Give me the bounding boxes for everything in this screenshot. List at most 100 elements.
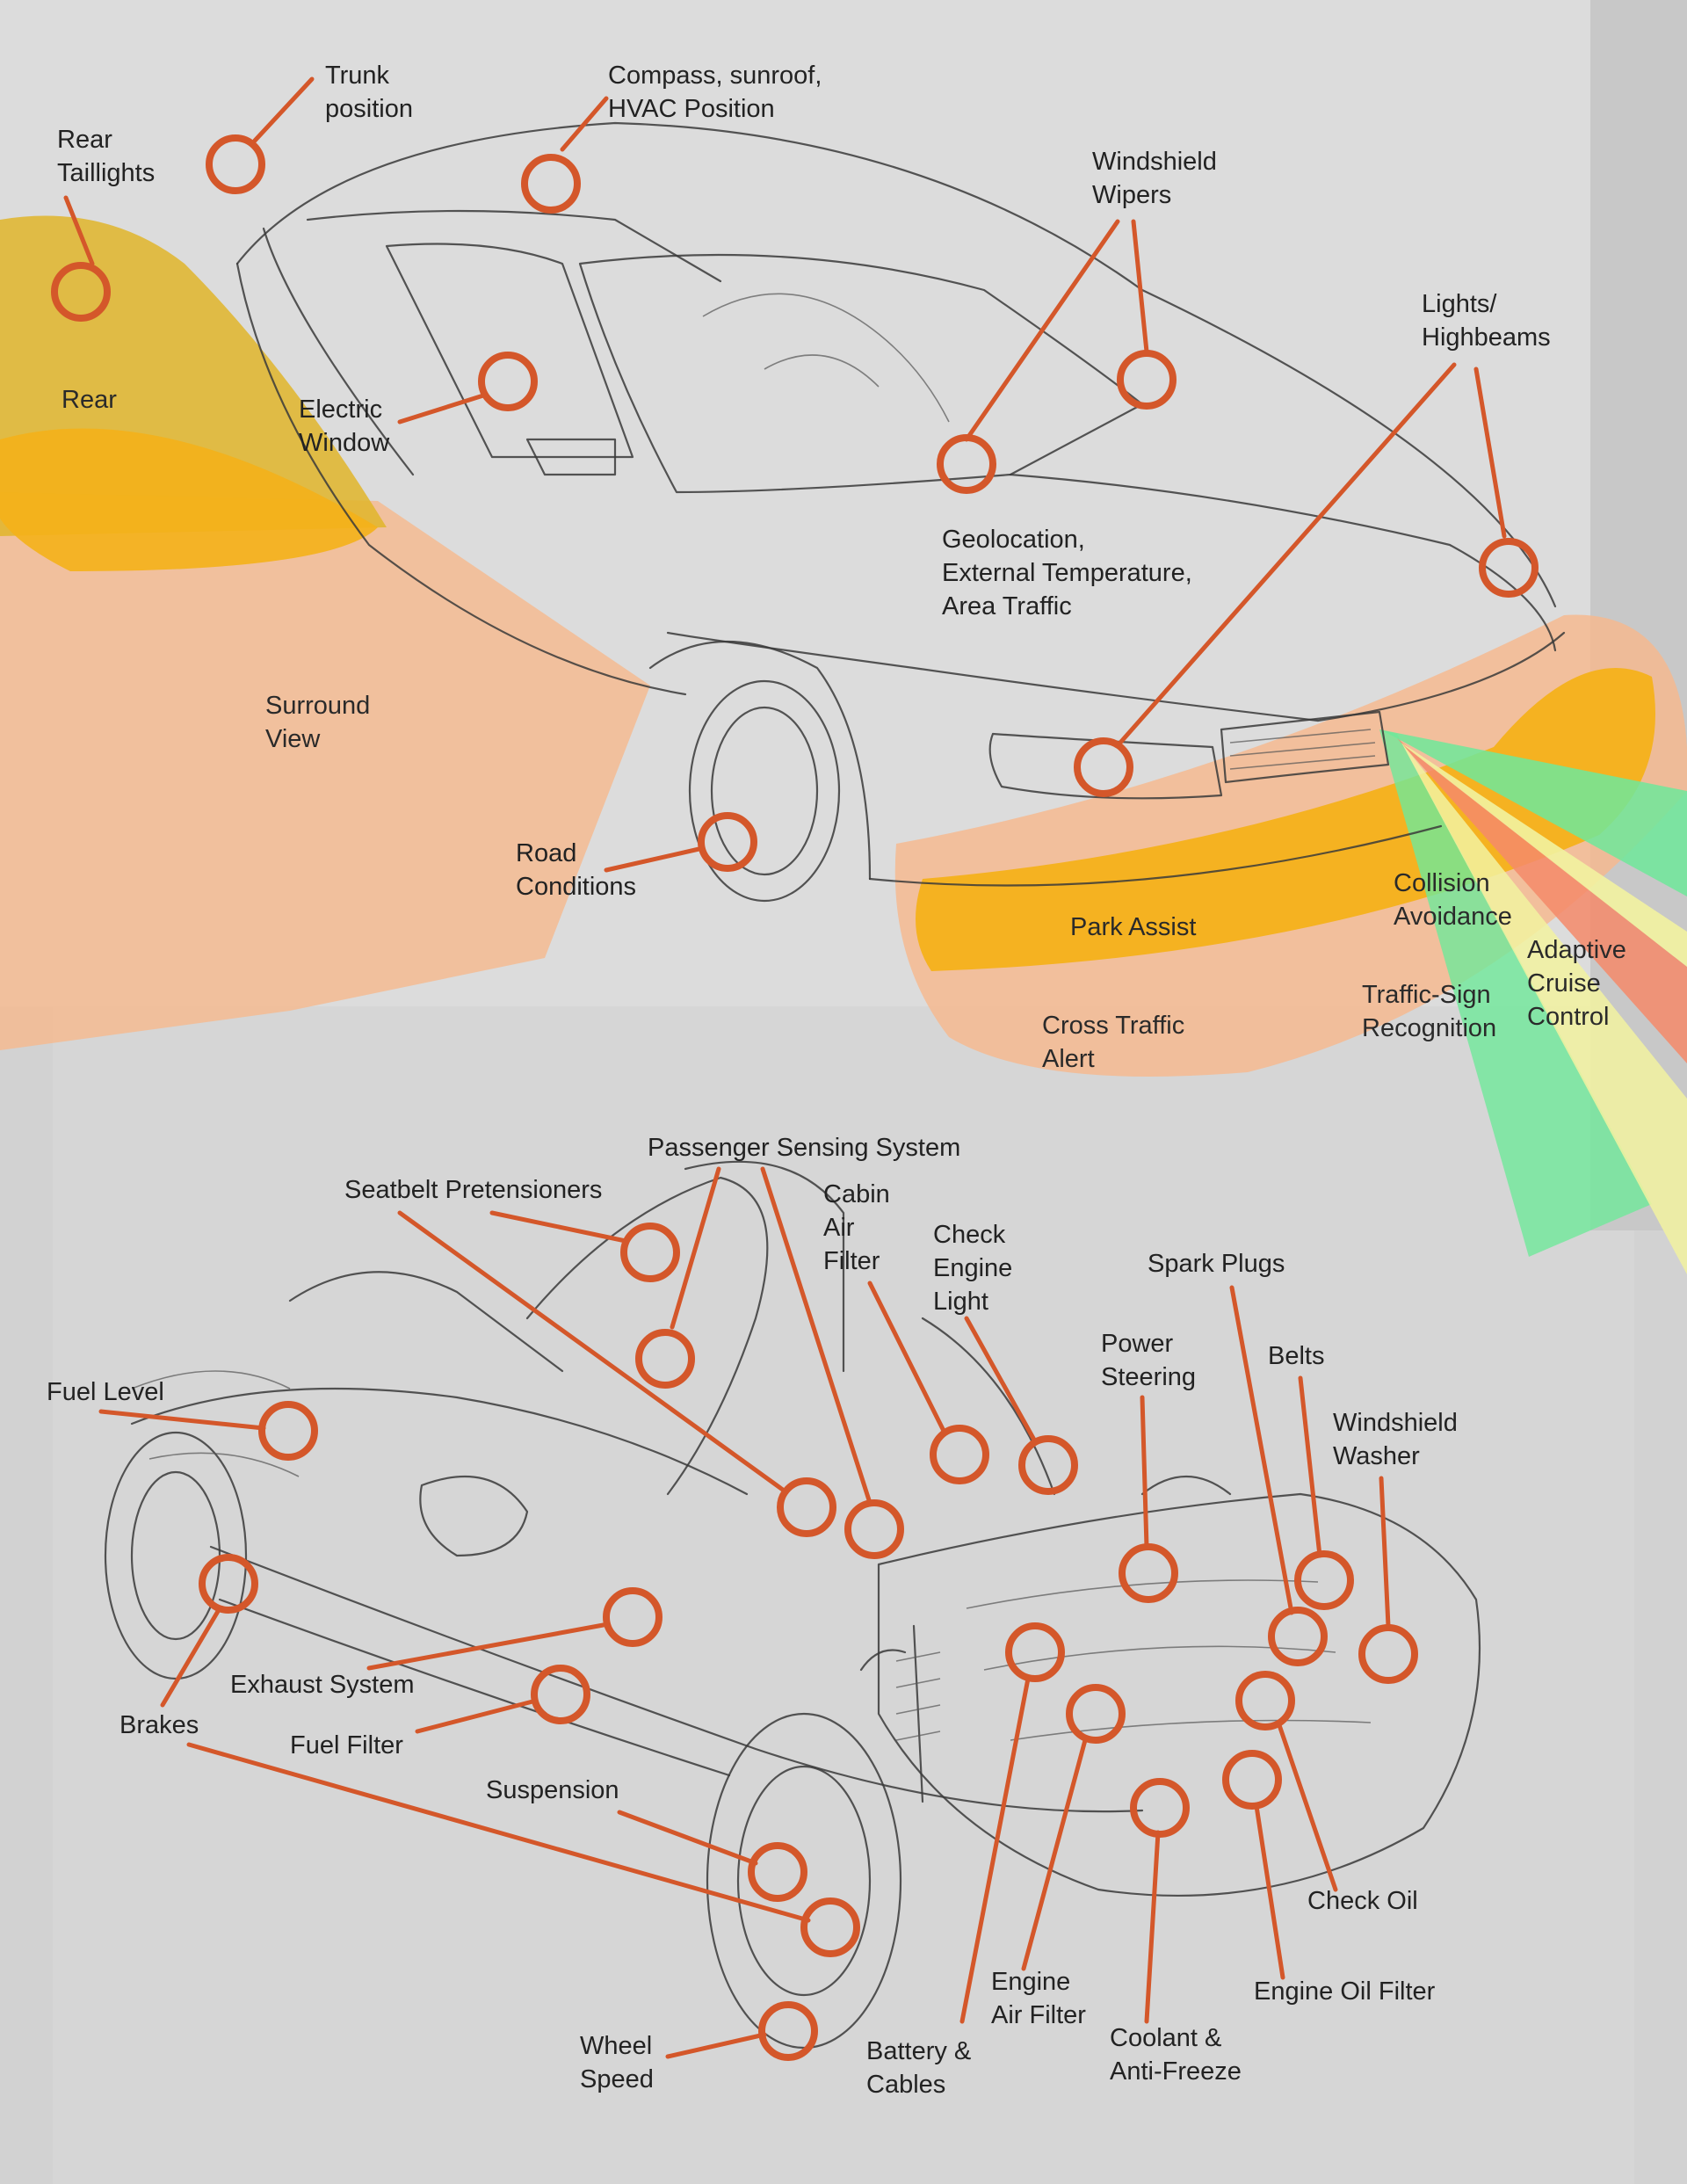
marker-spark-plugs [1268, 1607, 1328, 1666]
zone-label-collision-1: Collision [1394, 869, 1490, 897]
label-lights-2: Highbeams [1422, 323, 1551, 352]
label-compass-2: HVAC Position [608, 95, 775, 123]
bottom-paper [53, 1006, 1634, 2184]
marker-rear-taillights [51, 262, 111, 322]
label-rear-taillights-2: Taillights [57, 159, 155, 187]
label-battery-1: Battery & [866, 2037, 971, 2065]
label-trunk-1: Trunk [325, 62, 390, 90]
label-engine-oil-filter: Engine Oil Filter [1254, 1977, 1436, 2006]
marker-wiper-right [1117, 350, 1177, 410]
callout-check-engine: Check Engine Light [933, 1221, 1078, 1495]
callout-spark-plugs: Spark Plugs [1148, 1250, 1328, 1666]
callout-coolant: Coolant & Anti-Freeze [1110, 1778, 1242, 2086]
zone-label-rear: Rear [62, 386, 117, 414]
marker-passenger-1 [635, 1329, 695, 1389]
callout-wheel-speed: Wheel Speed [580, 2001, 818, 2093]
car-exterior-sketch [235, 121, 1566, 903]
label-geo-3: Area Traffic [942, 592, 1072, 620]
label-check-engine-3: Light [933, 1288, 988, 1316]
callout-road-conditions: Road Conditions [516, 812, 757, 901]
callout-check-oil: Check Oil [1235, 1671, 1418, 1915]
park-assist-zone [916, 668, 1655, 971]
zone-label-traffic-sign-1: Traffic-Sign [1362, 981, 1491, 1009]
label-wheel-speed-1: Wheel [580, 2032, 652, 2060]
label-power-steering-1: Power [1101, 1330, 1174, 1358]
marker-cabin-air [930, 1425, 989, 1484]
zone-label-surround-1: Surround [265, 692, 370, 720]
label-road-1: Road [516, 839, 576, 867]
zone-label-surround-2: View [265, 725, 321, 753]
marker-wheel-speed [758, 2001, 818, 2061]
callout-seatbelt: Seatbelt Pretensioners [344, 1176, 836, 1537]
marker-highbeam [1479, 538, 1539, 598]
zone-label-cross-traffic-2: Alert [1042, 1045, 1095, 1073]
zone-label-park-assist: Park Assist [1070, 913, 1196, 941]
zone-label-cruise-1: Adaptive [1527, 936, 1626, 964]
label-check-engine-1: Check [933, 1221, 1006, 1249]
callout-fuel-filter: Fuel Filter [290, 1665, 590, 1760]
marker-compass [521, 154, 581, 214]
label-engine-air-2: Air Filter [991, 2001, 1086, 2029]
marker-passenger-2 [844, 1499, 904, 1559]
surround-view-zone [0, 492, 650, 1050]
label-washer-2: Washer [1333, 1442, 1420, 1470]
label-fuel-level: Fuel Level [47, 1378, 164, 1406]
marker-brakes-front [800, 1897, 860, 1957]
label-brakes: Brakes [119, 1711, 199, 1739]
callout-power-steering: Power Steering [1101, 1330, 1196, 1603]
label-lights-1: Lights/ [1422, 290, 1497, 318]
label-fuel-filter: Fuel Filter [290, 1731, 403, 1760]
label-battery-2: Cables [866, 2071, 945, 2099]
zone-label-traffic-sign-2: Recognition [1362, 1014, 1496, 1042]
sign-yellow-beam-2 [1401, 743, 1687, 1274]
callout-engine-oil-filter: Engine Oil Filter [1222, 1750, 1436, 2006]
marker-power-steering [1119, 1543, 1178, 1603]
callout-washer: Windshield Washer [1333, 1409, 1458, 1684]
callout-geolocation: Geolocation, External Temperature, Area … [942, 526, 1192, 620]
callout-trunk: Trunk position [206, 62, 413, 194]
label-check-oil: Check Oil [1307, 1887, 1418, 1915]
marker-belts [1294, 1550, 1354, 1610]
label-washer-1: Windshield [1333, 1409, 1458, 1437]
callout-battery: Battery & Cables [866, 1622, 1065, 2099]
callout-fuel-level: Fuel Level [47, 1378, 318, 1461]
marker-check-engine [1018, 1435, 1078, 1495]
zone-label-cruise-3: Control [1527, 1003, 1610, 1031]
traffic-sign-beam [1379, 729, 1652, 1257]
callout-wipers: Windshield Wipers [937, 148, 1217, 494]
marker-coolant [1130, 1778, 1190, 1838]
label-spark-plugs: Spark Plugs [1148, 1250, 1285, 1278]
marker-seatbelt-1 [620, 1223, 680, 1282]
callout-lights: Lights/ Highbeams [1074, 290, 1551, 797]
marker-suspension [748, 1842, 807, 1902]
label-geo-1: Geolocation, [942, 526, 1085, 554]
marker-window [478, 352, 538, 411]
zone-label-collision-2: Avoidance [1394, 903, 1512, 931]
callout-exhaust: Exhaust System [230, 1587, 662, 1699]
callout-engine-air: Engine Air Filter [991, 1684, 1126, 2029]
label-seatbelt: Seatbelt Pretensioners [344, 1176, 602, 1204]
label-road-2: Conditions [516, 873, 636, 901]
marker-wiper-left [937, 434, 996, 494]
callout-suspension: Suspension [486, 1776, 807, 1902]
label-wipers-1: Windshield [1092, 148, 1217, 176]
label-compass-1: Compass, sunroof, [608, 62, 822, 90]
label-window-2: Window [299, 429, 390, 457]
label-coolant-2: Anti-Freeze [1110, 2057, 1242, 2086]
marker-fuel-level [258, 1401, 318, 1461]
callout-brakes: Brakes [119, 1554, 860, 1957]
label-window-1: Electric [299, 395, 382, 424]
marker-check-oil [1235, 1671, 1295, 1731]
zone-label-cruise-2: Cruise [1527, 969, 1601, 998]
sign-yellow-beam [1401, 743, 1687, 967]
marker-exhaust [603, 1587, 662, 1647]
rear-zone-lower [0, 428, 378, 571]
marker-engine-air [1066, 1684, 1126, 1744]
callout-rear-taillights: Rear Taillights [51, 126, 155, 322]
label-belts: Belts [1268, 1342, 1324, 1370]
label-cabin-air-3: Filter [823, 1247, 880, 1275]
marker-engine-oil-filter [1222, 1750, 1282, 1810]
label-geo-2: External Temperature, [942, 559, 1192, 587]
label-cabin-air-2: Air [823, 1214, 855, 1242]
